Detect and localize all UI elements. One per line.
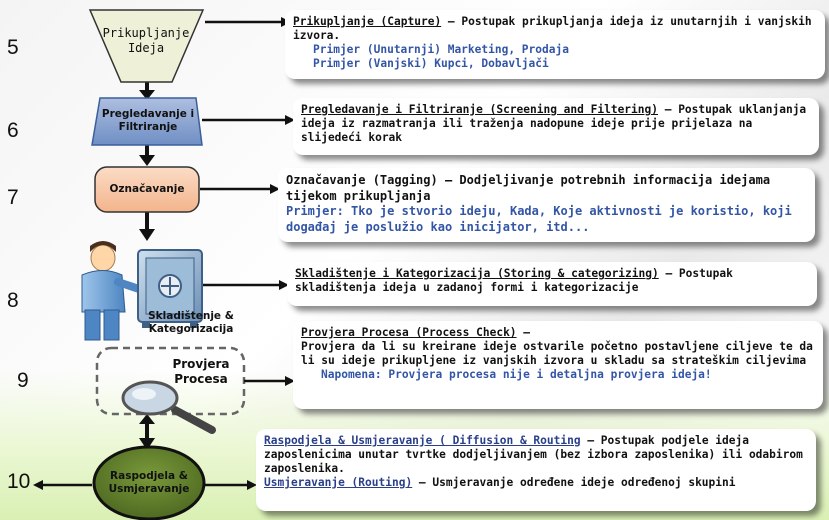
person-with-safe-illustration <box>81 241 203 341</box>
capture-trapezoid <box>88 9 205 83</box>
tagging-example: Primjer: Tko je stvorio ideju, Kada, Koj… <box>286 204 792 234</box>
connector-arrows <box>33 17 295 490</box>
capture-text: – Postupak prikupljanja ideja iz unutarn… <box>293 15 812 42</box>
capture-title: Prikupljanje (Capture) <box>293 15 442 28</box>
flow-arrows <box>139 82 155 450</box>
routing-label: Raspodjela & Usmjeravanje <box>108 470 190 495</box>
check-description-box: Provjera Procesa (Process Check) – Provj… <box>293 321 823 409</box>
capture-example-internal: Primjer (Unutarnji) Marketing, Prodaja <box>313 43 569 56</box>
arrow-tagging-storing <box>139 229 155 241</box>
storing-text: – Postupak skladištenja ideja u zadanoj … <box>295 267 733 294</box>
magnifier-icon <box>121 380 216 434</box>
arrow-screening-tagging <box>139 155 155 166</box>
capture-description-box: Prikupljanje (Capture) – Postupak prikup… <box>285 10 825 79</box>
storing-title: Skladištenje i Kategorizacija (Storing &… <box>295 267 659 280</box>
step-number-6: 6 <box>7 119 19 142</box>
tagging-label: Označavanje <box>109 183 185 195</box>
storing-description-box: Skladištenje i Kategorizacija (Storing &… <box>287 262 817 306</box>
routing-text: – Postupak podjele ideja zaposlenicima u… <box>264 434 803 475</box>
screening-text: – Postupak uklanjanja ideja iz razmatran… <box>301 103 807 144</box>
step-number-5: 5 <box>7 36 19 59</box>
tagging-text: – Dodjeljivanje potrebnih informacija id… <box>286 173 771 203</box>
tagging-title: Označavanje (Tagging) <box>286 173 438 187</box>
step-number-8: 8 <box>7 289 19 312</box>
step-number-10: 10 <box>7 470 31 493</box>
step-number-7: 7 <box>7 186 19 209</box>
tagging-description-box: Označavanje (Tagging) – Dodjeljivanje po… <box>278 168 815 242</box>
check-text: Provjera da li su kreirane ideje ostvari… <box>301 340 813 367</box>
step-number-9: 9 <box>17 369 29 392</box>
process-check-label: Provjera Procesa <box>172 357 230 386</box>
screening-description-box: Pregledavanje i Filtriranje (Screening a… <box>293 98 819 155</box>
screening-title: Pregledavanje i Filtriranje (Screening a… <box>301 103 658 116</box>
routing-text-2: – Usmjeravanje određene ideje određenoj … <box>412 476 736 489</box>
screening-label: Pregledavanje i Filtriranje <box>101 108 195 133</box>
check-note: Napomena: Provjera procesa nije i detalj… <box>321 368 712 381</box>
routing-title: Raspodjela & Usmjeravanje ( Diffusion & … <box>264 434 581 447</box>
screening-shape <box>91 97 203 146</box>
check-title: Provjera Procesa (Process Check) <box>301 326 517 339</box>
routing-description-box: Raspodjela & Usmjeravanje ( Diffusion & … <box>256 429 816 511</box>
tagging-shape <box>94 166 200 213</box>
capture-example-external: Primjer (Vanjski) Kupci, Dobavljači <box>313 57 549 70</box>
capture-label: Prikupljanje Ideja <box>102 26 190 55</box>
routing-circle <box>92 445 206 520</box>
arrow-check-routing <box>139 438 155 450</box>
routing-title-2: Usmjeravanje (Routing) <box>264 476 413 489</box>
check-text-dash: – <box>516 326 531 339</box>
storing-label: Skladištenje & Kategorizacija <box>148 310 234 335</box>
